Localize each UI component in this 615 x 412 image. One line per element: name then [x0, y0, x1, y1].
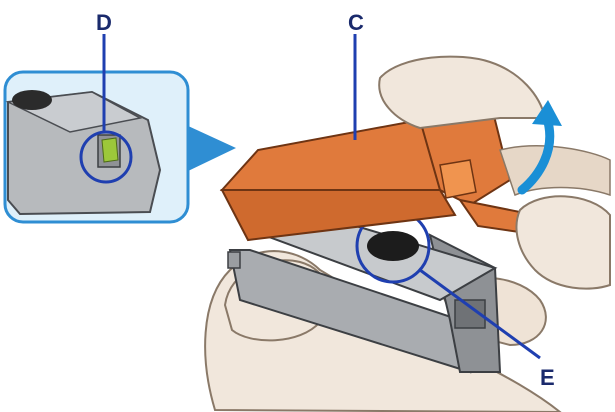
inset-port-hole	[12, 90, 52, 110]
label-c: C	[348, 10, 364, 35]
cap-tab-notch	[439, 159, 477, 199]
cap-side	[220, 189, 457, 242]
thumb-top	[515, 195, 611, 290]
inset-highlight-circle	[79, 130, 133, 184]
label-e: E	[540, 365, 555, 390]
inset-detail	[3, 34, 236, 224]
leader-line-e	[419, 268, 541, 360]
inset-green-tab	[101, 137, 119, 163]
inset-pointer	[186, 125, 236, 172]
hand-shadow	[499, 145, 611, 197]
curved-arrow-icon	[517, 100, 562, 195]
rotate-arrow-head	[532, 100, 562, 126]
ink-port-hole	[367, 231, 419, 261]
rotate-arrow-body	[517, 117, 555, 195]
cartridge-body	[227, 208, 541, 374]
label-d: D	[96, 10, 112, 35]
upper-finger	[378, 55, 547, 130]
cartridge-rib	[227, 251, 241, 269]
